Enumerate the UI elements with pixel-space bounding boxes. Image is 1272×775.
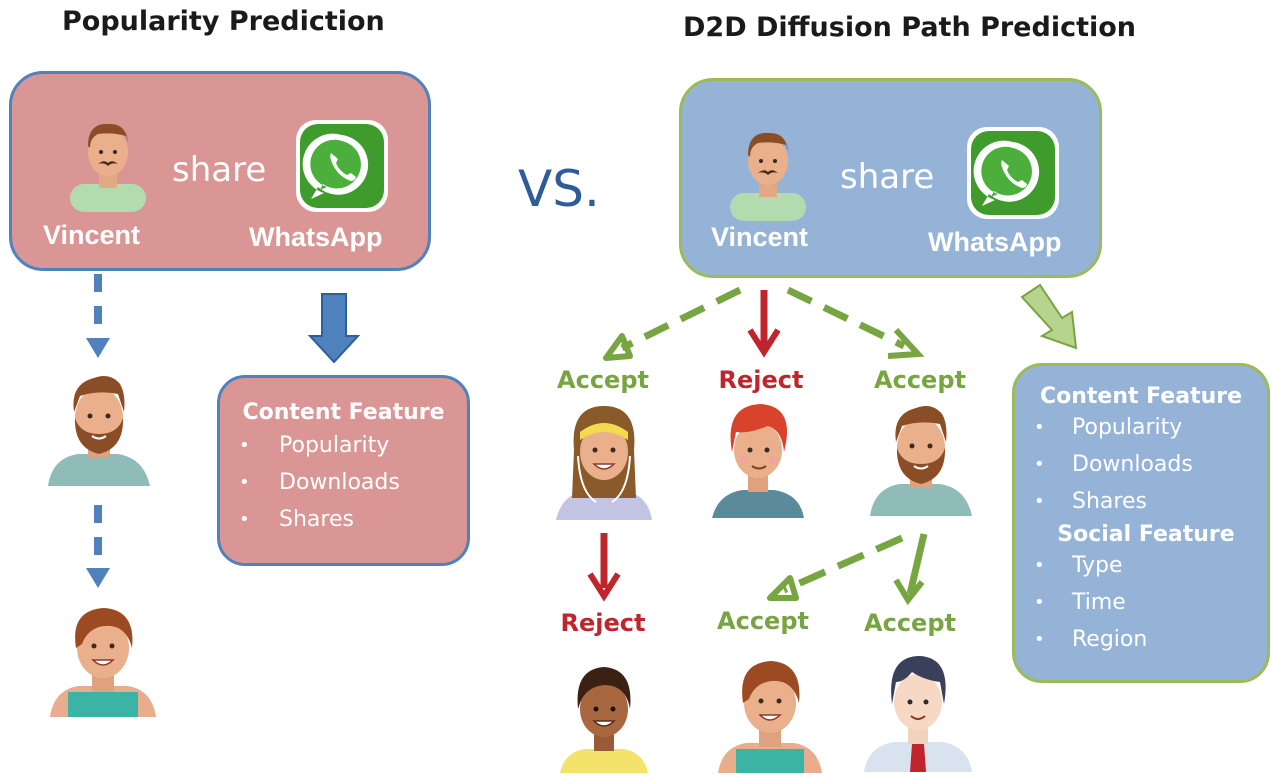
level2-label-3: Accept — [864, 609, 956, 637]
left-feature-arrow — [307, 293, 361, 364]
bearded-man-avatar-icon — [870, 406, 972, 516]
level1-label-3: Accept — [874, 366, 966, 394]
woman-avatar-icon — [50, 608, 156, 717]
level1-label-1: Accept — [557, 366, 649, 394]
social-feature-header: Social Feature — [1057, 522, 1235, 547]
arrow-to-reject-2 — [587, 533, 621, 602]
feature-item: Shares — [1014, 483, 1268, 520]
feature-item: Type — [1014, 547, 1268, 584]
right-feature-arrow — [1020, 283, 1078, 350]
whatsapp-icon — [296, 120, 388, 212]
feature-item: Downloads — [219, 464, 468, 501]
dark-girl-avatar-icon — [560, 667, 648, 773]
arrow-to-accept-2 — [786, 286, 925, 359]
right-title: D2D Diffusion Path Prediction — [683, 12, 1137, 43]
right-source-box: share Vincent WhatsApp — [679, 78, 1102, 278]
headband-girl-avatar-icon — [556, 406, 652, 520]
feature-item: Time — [1014, 584, 1268, 621]
left-source-box: share Vincent WhatsApp — [9, 71, 431, 271]
feature-item: Popularity — [219, 427, 468, 464]
woman-avatar-icon — [718, 661, 822, 773]
arrow-to-accept-1 — [603, 286, 742, 361]
feature-item: Downloads — [1014, 446, 1268, 483]
feature-item: Region — [1014, 621, 1268, 658]
right-features: Content Feature Popularity Downloads Sha… — [1014, 384, 1268, 658]
vs-label: VS. — [518, 160, 600, 218]
redhead-avatar-icon — [712, 404, 804, 518]
left-app-label: WhatsApp — [249, 222, 383, 252]
left-content-feature: Content Feature Popularity Downloads Sha… — [219, 400, 468, 538]
left-chain-arrow-1 — [86, 274, 110, 358]
whatsapp-icon — [967, 127, 1059, 219]
right-user-label: Vincent — [711, 222, 809, 252]
content-feature-header: Content Feature — [1039, 384, 1243, 409]
vincent-avatar-icon — [70, 123, 146, 212]
left-user-label: Vincent — [43, 220, 141, 250]
level1-label-2: Reject — [718, 366, 804, 394]
content-feature-header: Content Feature — [242, 400, 445, 425]
arrow-to-accept-3 — [767, 534, 904, 601]
arrow-to-accept-4 — [893, 533, 928, 606]
feature-item: Shares — [219, 501, 468, 538]
left-chain-arrow-2 — [86, 505, 110, 588]
right-app-label: WhatsApp — [928, 227, 1062, 257]
level2-label-2: Accept — [717, 607, 809, 635]
left-share-label: share — [172, 150, 267, 190]
feature-item: Popularity — [1014, 409, 1268, 446]
right-share-label: share — [840, 157, 935, 197]
left-title: Popularity Prediction — [62, 6, 385, 37]
businessman-avatar-icon — [864, 656, 972, 772]
bearded-man-avatar-icon — [48, 376, 150, 486]
arrow-to-reject-1 — [747, 290, 781, 358]
level2-label-1: Reject — [560, 609, 646, 637]
vincent-avatar-icon — [730, 132, 806, 221]
